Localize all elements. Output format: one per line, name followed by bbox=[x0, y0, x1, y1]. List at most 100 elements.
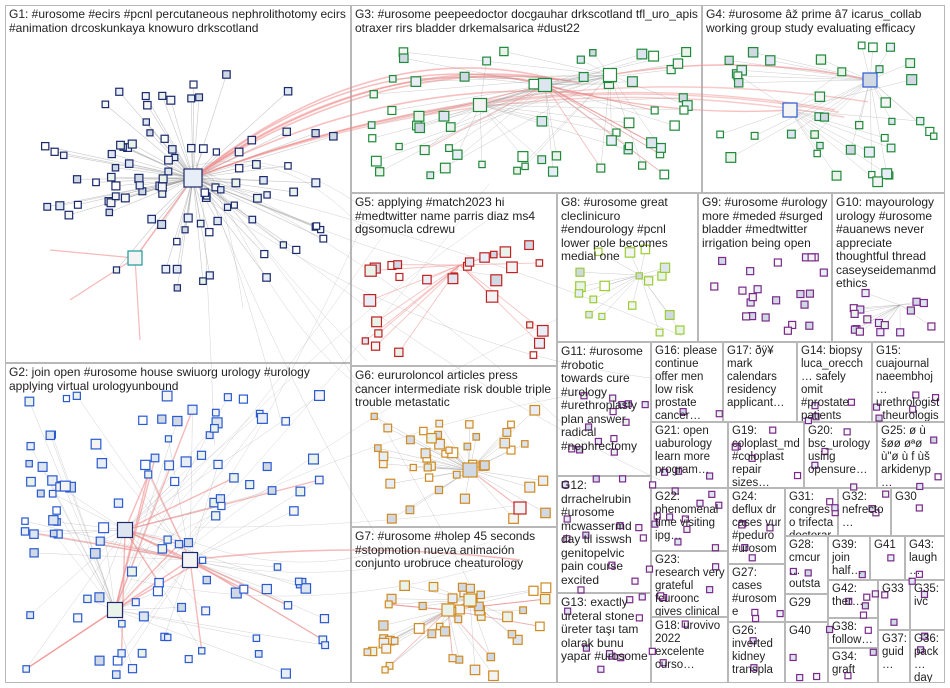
node-avatar[interactable] bbox=[172, 415, 183, 427]
node-avatar[interactable] bbox=[445, 446, 453, 454]
node-avatar[interactable] bbox=[217, 501, 226, 511]
node-avatar[interactable] bbox=[536, 115, 548, 127]
node-avatar[interactable] bbox=[869, 648, 877, 656]
node-avatar[interactable] bbox=[861, 602, 869, 610]
node-avatar[interactable] bbox=[261, 583, 272, 595]
node-avatar[interactable] bbox=[844, 672, 852, 680]
node-avatar[interactable] bbox=[393, 260, 403, 270]
node-avatar[interactable] bbox=[882, 490, 890, 498]
node-avatar[interactable] bbox=[26, 611, 35, 620]
node-avatar[interactable] bbox=[127, 664, 138, 674]
node-avatar[interactable] bbox=[111, 192, 120, 201]
node-avatar[interactable] bbox=[319, 614, 330, 624]
node-avatar[interactable] bbox=[831, 170, 842, 181]
node-avatar[interactable] bbox=[202, 575, 212, 585]
node-avatar[interactable] bbox=[815, 54, 827, 65]
node-avatar[interactable] bbox=[863, 146, 875, 158]
node-avatar[interactable] bbox=[624, 142, 633, 151]
node-avatar[interactable] bbox=[21, 517, 29, 525]
group-cell-g32[interactable]: G32: nefrecto… bbox=[838, 488, 891, 536]
node-avatar[interactable] bbox=[561, 481, 569, 489]
node-avatar[interactable] bbox=[363, 294, 377, 307]
node-avatar[interactable] bbox=[476, 590, 486, 600]
node-avatar[interactable] bbox=[116, 140, 125, 150]
node-avatar[interactable] bbox=[395, 142, 403, 151]
node-avatar[interactable] bbox=[395, 272, 404, 282]
node-avatar[interactable] bbox=[409, 463, 417, 472]
node-avatar[interactable] bbox=[872, 509, 880, 517]
node-avatar[interactable] bbox=[517, 151, 529, 163]
node-avatar[interactable] bbox=[381, 643, 392, 654]
node-avatar[interactable] bbox=[405, 435, 415, 445]
node-avatar[interactable] bbox=[472, 432, 481, 441]
group-cell-g29[interactable]: G29 bbox=[785, 594, 828, 622]
node-avatar[interactable] bbox=[602, 67, 618, 83]
node-avatar[interactable] bbox=[837, 67, 847, 77]
node-avatar[interactable] bbox=[674, 467, 683, 475]
node-avatar[interactable] bbox=[455, 655, 464, 664]
node-avatar[interactable] bbox=[144, 470, 153, 479]
group-cell-g22[interactable]: G22: phenomenal time visiting ipg… bbox=[651, 488, 728, 551]
node-avatar[interactable] bbox=[592, 475, 600, 483]
group-cell-g27[interactable]: G27: cases #urosome bbox=[728, 564, 785, 622]
node-avatar[interactable] bbox=[72, 391, 81, 400]
node-avatar[interactable] bbox=[24, 396, 35, 407]
group-cell-g34[interactable]: G34: graft bbox=[828, 648, 878, 683]
node-avatar[interactable] bbox=[646, 137, 658, 149]
node-avatar[interactable] bbox=[157, 182, 167, 192]
node-avatar[interactable] bbox=[289, 506, 299, 516]
node-avatar[interactable] bbox=[83, 594, 92, 604]
node-avatar[interactable] bbox=[521, 440, 529, 448]
node-avatar[interactable] bbox=[521, 162, 529, 171]
node-avatar[interactable] bbox=[529, 351, 538, 359]
node-avatar[interactable] bbox=[540, 507, 551, 519]
node-avatar[interactable] bbox=[48, 489, 57, 498]
node-avatar[interactable] bbox=[826, 498, 834, 506]
node-avatar[interactable] bbox=[448, 654, 457, 663]
node-avatar[interactable] bbox=[289, 187, 299, 197]
node-avatar[interactable] bbox=[524, 240, 535, 251]
node-avatar[interactable] bbox=[916, 482, 924, 491]
node-avatar[interactable] bbox=[796, 673, 804, 682]
node-avatar[interactable] bbox=[805, 289, 815, 298]
node-avatar[interactable] bbox=[640, 244, 651, 255]
node-avatar[interactable] bbox=[533, 337, 546, 349]
node-avatar[interactable] bbox=[295, 486, 306, 497]
group-cell-g28[interactable]: G28: cmcur… outsta… review… bbox=[785, 536, 828, 594]
node-avatar[interactable] bbox=[537, 77, 553, 93]
node-avatar[interactable] bbox=[651, 520, 659, 528]
node-avatar[interactable] bbox=[164, 435, 173, 443]
node-avatar[interactable] bbox=[120, 193, 130, 203]
node-avatar[interactable] bbox=[925, 126, 935, 137]
node-avatar[interactable] bbox=[636, 48, 648, 60]
node-avatar[interactable] bbox=[920, 590, 929, 599]
node-avatar[interactable] bbox=[283, 601, 293, 610]
node-avatar[interactable] bbox=[706, 472, 714, 480]
node-avatar[interactable] bbox=[106, 601, 124, 619]
node-avatar[interactable] bbox=[507, 629, 517, 639]
node-avatar[interactable] bbox=[447, 593, 458, 604]
group-cell-g38[interactable]: G38: follow… bbox=[828, 618, 878, 648]
node-avatar[interactable] bbox=[862, 72, 878, 88]
node-avatar[interactable] bbox=[856, 305, 865, 314]
node-avatar[interactable] bbox=[157, 544, 168, 554]
node-avatar[interactable] bbox=[117, 649, 126, 658]
node-avatar[interactable] bbox=[490, 274, 503, 287]
node-avatar[interactable] bbox=[489, 250, 498, 259]
node-avatar[interactable] bbox=[161, 390, 173, 402]
node-avatar[interactable] bbox=[424, 473, 434, 482]
node-avatar[interactable] bbox=[363, 648, 372, 657]
node-avatar[interactable] bbox=[664, 310, 675, 320]
node-avatar[interactable] bbox=[916, 646, 925, 654]
node-avatar[interactable] bbox=[147, 214, 157, 224]
node-avatar[interactable] bbox=[247, 135, 257, 145]
node-avatar[interactable] bbox=[205, 227, 214, 237]
group-cell-g24[interactable]: G24: deflux dr cases vur #peduro #urosom… bbox=[728, 488, 785, 564]
node-avatar[interactable] bbox=[872, 176, 884, 188]
node-avatar[interactable] bbox=[610, 434, 618, 443]
node-avatar[interactable] bbox=[912, 297, 921, 306]
node-avatar[interactable] bbox=[164, 633, 172, 642]
node-avatar[interactable] bbox=[519, 606, 528, 615]
node-avatar[interactable] bbox=[314, 390, 325, 402]
node-avatar[interactable] bbox=[486, 652, 496, 662]
